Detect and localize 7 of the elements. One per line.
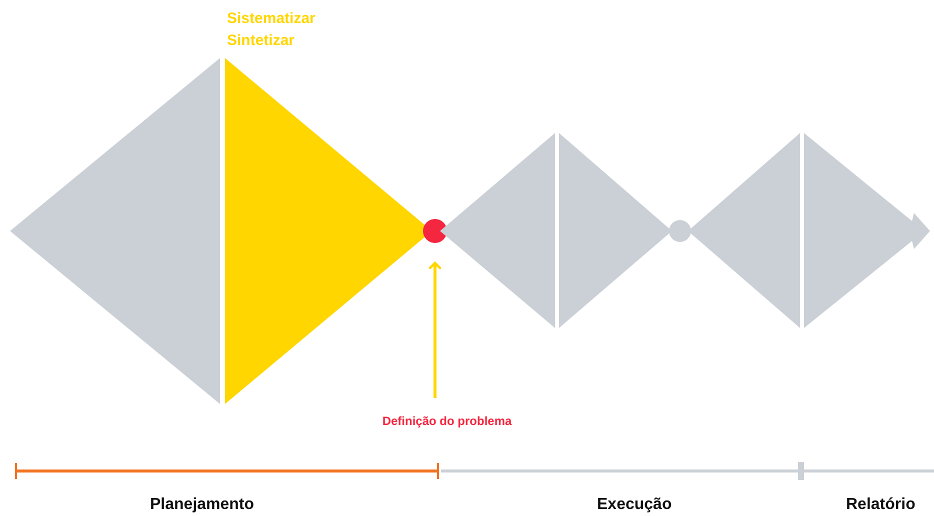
problem-label: Definição do problema (382, 414, 512, 428)
phase-label: Planejamento (150, 496, 254, 514)
heading: Sistematizar (227, 9, 316, 29)
phase-label: Relatório (846, 496, 916, 514)
arrow (428, 262, 442, 398)
heading: Sintetizar (227, 31, 295, 51)
phase-label: Execução (597, 496, 672, 514)
